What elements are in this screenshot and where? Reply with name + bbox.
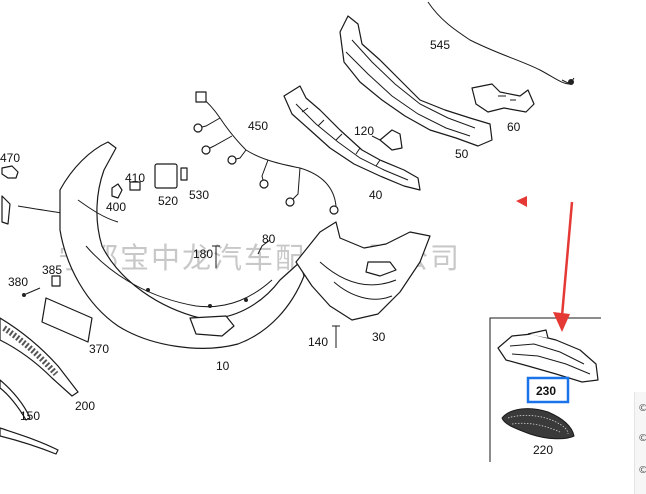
part-410-400-sensor — [111, 181, 141, 199]
label-120: 120 — [354, 124, 374, 138]
highlight-box — [526, 376, 570, 404]
label-60: 60 — [507, 120, 521, 134]
part-180-bolt — [212, 245, 220, 268]
label-220: 220 — [533, 443, 553, 457]
side-button-1[interactable]: © — [638, 403, 646, 414]
part-120-mount — [371, 129, 403, 151]
label-380: 380 — [8, 275, 28, 289]
part-370-plate-holder — [41, 297, 93, 343]
part-30-side-trim — [295, 221, 431, 321]
highlight-arrow — [553, 201, 574, 332]
part-385-clip — [51, 275, 61, 287]
label-385: 385 — [42, 263, 62, 277]
part-50-impact-beam — [339, 15, 493, 147]
side-toolbar: © © © — [634, 392, 646, 494]
part-220-fog-grille — [501, 408, 575, 440]
part-80-clip — [257, 239, 271, 255]
label-410: 410 — [125, 171, 145, 185]
label-80: 80 — [262, 232, 276, 246]
part-10-bumper-cover — [59, 141, 305, 349]
part-200-lower-grille — [0, 317, 79, 397]
label-150: 150 — [20, 409, 40, 423]
label-370: 370 — [89, 342, 109, 356]
side-button-2[interactable]: © — [638, 433, 646, 444]
label-200: 200 — [75, 399, 95, 413]
part-545-cable — [427, 1, 575, 85]
label-40: 40 — [369, 188, 383, 202]
part-520-530-module — [154, 163, 188, 189]
label-230: 230 — [536, 384, 556, 398]
part-40-absorber — [283, 85, 421, 191]
inset-panel — [489, 317, 601, 462]
label-50: 50 — [455, 147, 469, 161]
part-60-bracket — [471, 83, 535, 113]
label-450: 450 — [248, 119, 268, 133]
label-470: 470 — [0, 151, 20, 165]
part-150-trim-strip — [0, 379, 59, 455]
label-545: 545 — [430, 38, 450, 52]
label-30: 30 — [372, 330, 386, 344]
part-470-clip — [1, 165, 19, 225]
part-140-bolt — [332, 325, 340, 348]
label-530: 530 — [189, 188, 209, 202]
label-140: 140 — [308, 335, 328, 349]
part-450-harness — [193, 91, 339, 215]
label-10: 10 — [216, 359, 230, 373]
label-520: 520 — [158, 194, 178, 208]
part-380-screw — [22, 287, 41, 297]
marker-triangle — [516, 196, 527, 207]
label-400: 400 — [106, 200, 126, 214]
label-180: 180 — [193, 247, 213, 261]
side-button-3[interactable]: © — [638, 465, 646, 476]
part-230-fog-cover — [497, 329, 599, 383]
